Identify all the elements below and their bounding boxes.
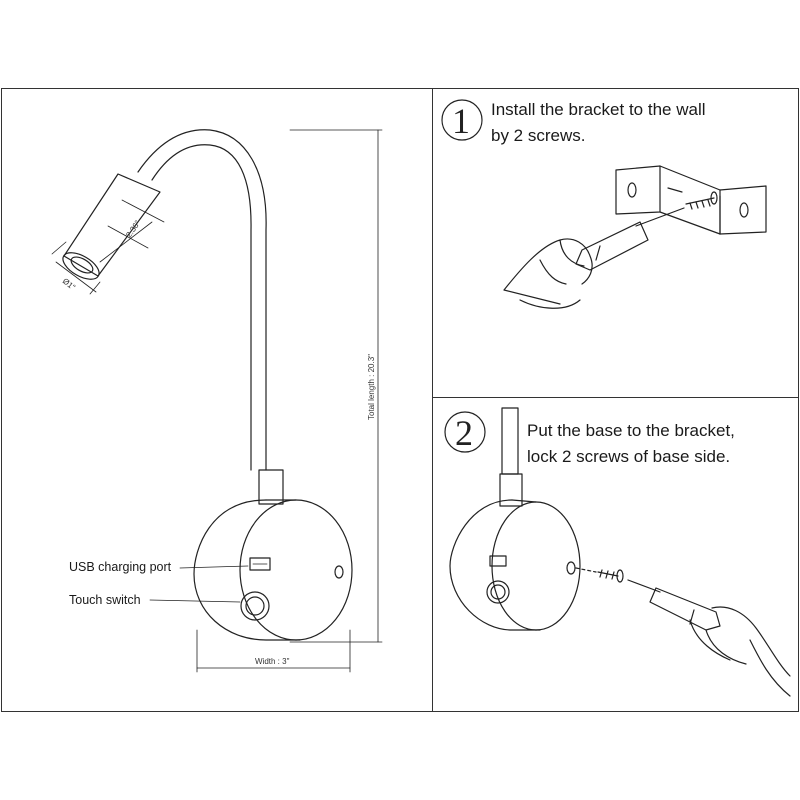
hand-1 (503, 238, 593, 309)
step2-line-1: Put the base to the bracket, (527, 421, 735, 440)
step1-instructions: Install the bracket to the wall by 2 scr… (491, 97, 706, 149)
step1-line-2: by 2 screws. (491, 126, 586, 145)
width-label: Width : 3" (255, 657, 290, 666)
panel-divider-horizontal (432, 397, 799, 398)
lamp-base (193, 499, 353, 641)
step1-drawing (441, 99, 767, 309)
screwdriver-2 (627, 579, 721, 631)
screw-1 (685, 191, 718, 210)
diagram-frame (1, 88, 799, 712)
step2-number-circle (444, 411, 486, 453)
step1-line-1: Install the bracket to the wall (491, 100, 706, 119)
gooseneck-arm-inner (151, 144, 252, 471)
screw-2 (597, 569, 624, 583)
touch-leader-line (149, 599, 241, 603)
panel-divider-vertical (432, 88, 433, 712)
total-length-label: Total length : 20.3" (367, 354, 376, 420)
usb-port-shape (249, 557, 271, 571)
usb-leader-line (179, 565, 249, 569)
touch-switch-inner (245, 596, 265, 616)
usb-charging-port-label: USB charging port (69, 560, 172, 574)
step1-number: 1 (452, 101, 470, 141)
wall-bracket (615, 165, 767, 235)
step2-drawing (444, 407, 791, 697)
neck-collar (258, 469, 284, 505)
touch-switch-label: Touch switch (69, 593, 141, 607)
touch-switch-shape (240, 591, 270, 621)
lamp-drawing (51, 129, 383, 673)
step1-number-circle (441, 99, 483, 141)
step2-number: 2 (455, 413, 473, 453)
hand-2 (689, 606, 791, 697)
lamp-head (62, 173, 161, 280)
head-diameter-label: Ø1" (61, 276, 77, 292)
side-screw-shape (334, 565, 344, 579)
step2-line-2: lock 2 screws of base side. (527, 447, 731, 466)
head-length-label: 2.36" (124, 219, 142, 239)
screwdriver-1 (575, 207, 685, 271)
step2-instructions: Put the base to the bracket, lock 2 scre… (527, 418, 735, 470)
gooseneck-arm (137, 129, 267, 471)
